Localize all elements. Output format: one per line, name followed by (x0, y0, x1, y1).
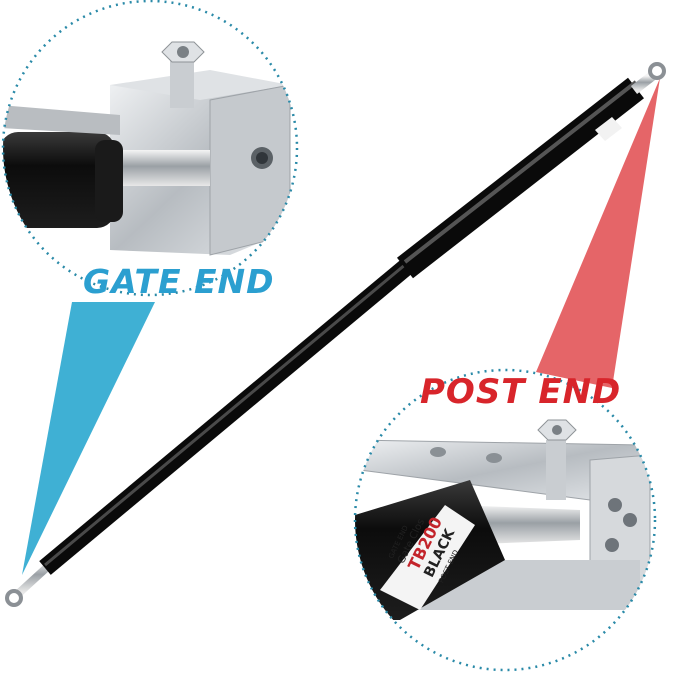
gate-eyelet (5, 589, 23, 607)
post-end-beam (536, 78, 660, 388)
post-end-detail-circle (353, 368, 657, 672)
gas-strut (5, 62, 666, 607)
gate-end-label: GATE END (83, 262, 275, 301)
gate-end-beam (22, 302, 155, 575)
post-end-label: POST END (420, 372, 622, 412)
post-eyelet (648, 62, 666, 80)
gate-end-detail-circle (1, 0, 299, 297)
